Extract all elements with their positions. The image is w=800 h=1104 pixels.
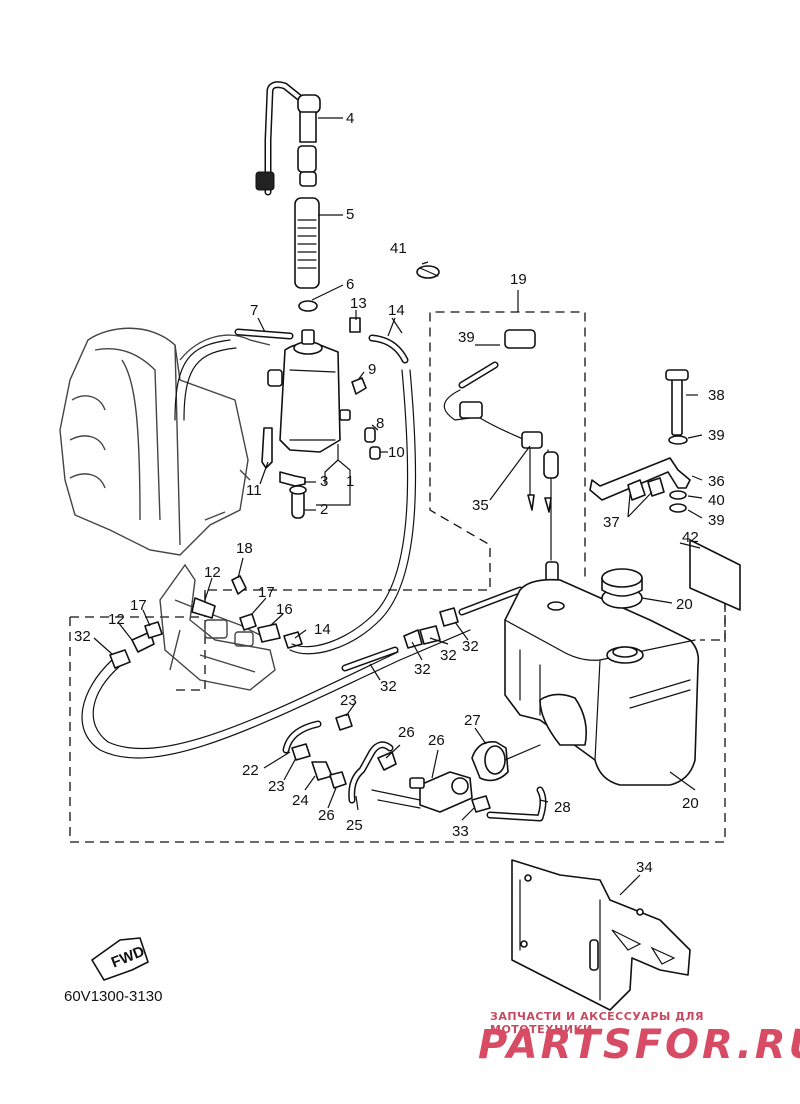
callout-6: 6 <box>346 276 354 293</box>
callout-7: 7 <box>250 302 258 319</box>
part-11-bracket <box>261 427 273 469</box>
callout-34: 39 <box>458 329 475 346</box>
part-23-clip-right <box>335 713 353 731</box>
callout-27: 26 <box>428 732 445 749</box>
callout-5: 5 <box>346 206 354 223</box>
callout-22: 22 <box>242 762 259 779</box>
callout-10: 10 <box>388 444 405 461</box>
part-30-joint <box>419 625 441 645</box>
callout-20: 20 <box>682 795 699 812</box>
callout-numbers: 4 5 6 41 19 7 13 14 39 9 38 8 39 10 11 3… <box>74 110 725 876</box>
callout-14-top: 13 <box>350 295 367 312</box>
part-18-clip <box>231 575 247 595</box>
watermark-subtitle: ЗАПЧАСТИ И АКСЕССУАРЫ ДЛЯ МОТОТЕХНИКИ <box>490 1010 705 1036</box>
callout-11: 11 <box>246 482 262 499</box>
callout-23-right: 23 <box>340 692 357 709</box>
part-20-fuel-tank <box>504 578 700 786</box>
part-24-joint <box>311 761 333 781</box>
part-8-grommet <box>364 427 376 443</box>
tank-strap-assembly <box>589 369 691 513</box>
callout-25: 25 <box>346 817 363 834</box>
part-9-clip <box>351 377 367 395</box>
part-41-clamp <box>416 265 440 279</box>
part-23-clip-left <box>291 743 311 761</box>
callout-40: 40 <box>708 492 725 509</box>
callout-30: 32 <box>440 647 457 664</box>
callout-2: 2 <box>320 501 328 518</box>
part-42-label <box>689 539 741 611</box>
callout-39-bottom: 39 <box>708 512 725 529</box>
small-fittings <box>109 317 491 813</box>
callout-42: 42 <box>682 529 699 546</box>
callout-19: 19 <box>510 271 527 288</box>
part-1-reservoir <box>267 329 351 453</box>
callout-26-bottom: 26 <box>318 807 335 824</box>
callout-35: 34 <box>636 859 653 876</box>
forward-arrow: FWD <box>91 937 149 981</box>
part-13-joint <box>191 597 216 619</box>
callout-31: 32 <box>380 678 397 695</box>
callout-18: 18 <box>236 540 253 557</box>
callout-29: 28 <box>554 799 571 816</box>
leader-lines <box>93 117 703 896</box>
callout-37: 37 <box>603 514 620 531</box>
carburetor-manifold <box>159 563 276 691</box>
part-5-filter <box>294 197 320 289</box>
callout-32-mid: 32 <box>462 638 479 655</box>
callout-8: 8 <box>376 415 384 432</box>
callout-17-right: 17 <box>258 584 275 601</box>
engine-block <box>59 327 271 556</box>
callout-16: 16 <box>276 601 293 618</box>
part-16-joint <box>257 623 281 643</box>
part-35-tank-bracket <box>511 859 691 1011</box>
part-21-tank-cap <box>601 568 643 609</box>
callout-21: 20 <box>676 596 693 613</box>
callout-12: 12 <box>108 611 125 628</box>
callout-15: 14 <box>388 302 405 319</box>
callout-3: 3 <box>320 473 328 490</box>
callout-39-top: 39 <box>708 427 725 444</box>
callout-1: 1 <box>346 473 354 490</box>
callout-32-center: 32 <box>414 661 431 678</box>
callout-17-left: 17 <box>130 597 147 614</box>
callout-24: 24 <box>292 792 309 809</box>
part-27-fuel-pump <box>371 771 473 813</box>
part-17-clip <box>144 621 163 639</box>
part-4-sender-lead <box>255 81 321 196</box>
callout-32-left: 32 <box>74 628 91 645</box>
callout-41: 41 <box>390 240 407 257</box>
callout-13: 12 <box>204 564 221 581</box>
callout-36: 36 <box>708 473 725 490</box>
part-33-sender-wiring <box>443 329 559 585</box>
diagram-code: 60V1300-3130 <box>64 988 163 1005</box>
fuel-hoses <box>81 328 547 822</box>
callout-14-bottom: 14 <box>314 621 331 638</box>
callout-23-left: 23 <box>268 778 285 795</box>
callout-26-top: 26 <box>398 724 415 741</box>
callout-28: 27 <box>464 712 481 729</box>
part-26-clip <box>377 751 397 771</box>
callout-32-bottom: 33 <box>452 823 469 840</box>
part-28-priming-knob <box>471 741 541 782</box>
callout-38: 38 <box>708 387 725 404</box>
callout-33: 35 <box>472 497 489 514</box>
part-14-clip-top <box>349 317 361 333</box>
part-10-screw <box>369 446 381 460</box>
callout-9: 9 <box>368 361 376 378</box>
watermark-logo: PARTSFOR.RU <box>478 1022 800 1068</box>
part-3-bolt <box>279 471 306 487</box>
callout-4: 4 <box>346 110 354 127</box>
part-6-washer <box>298 300 318 312</box>
